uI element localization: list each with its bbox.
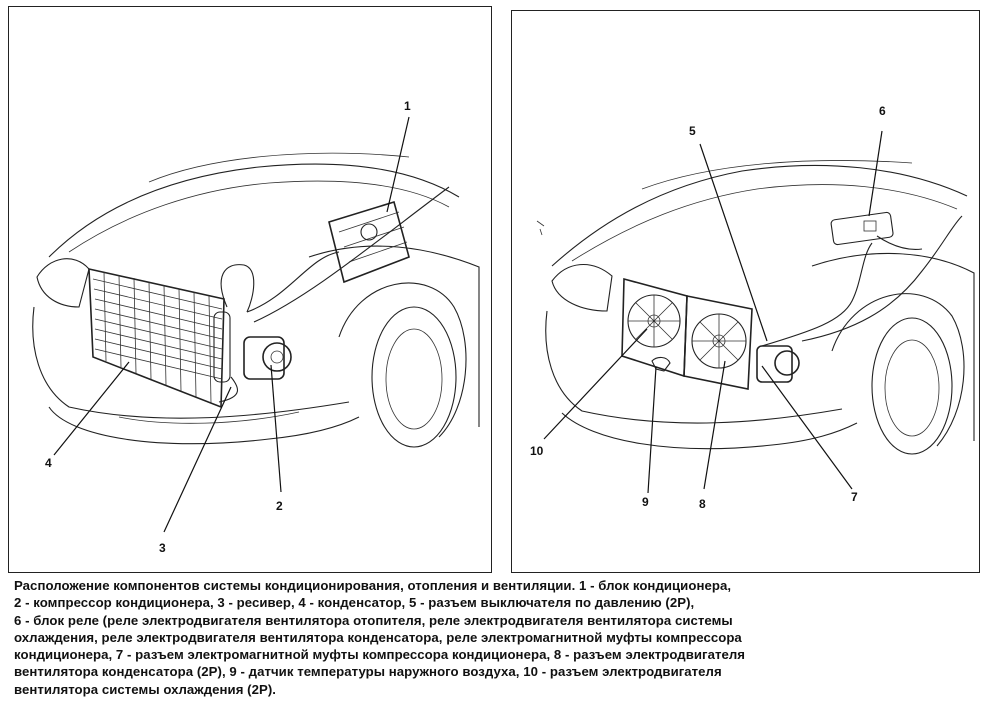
wire-to-relay [761,242,873,347]
callout-10: 10 [530,444,544,458]
wheel-rim [385,328,443,430]
callout-2: 2 [276,499,283,513]
headlight-left [36,258,90,308]
caption-line: 6 - блок реле (реле электродвигателя вен… [14,612,733,628]
leader-5 [699,143,768,342]
hood-edge [551,164,968,267]
left-car-drawing: 1 2 3 4 [32,99,480,555]
relay-connector [863,220,877,232]
pipe-loop [220,264,255,313]
callout-4: 4 [45,456,52,470]
windshield-line [148,152,410,183]
caption-line: 2 - компрессор кондиционера, 3 - ресивер… [14,595,695,611]
receiver [213,311,231,383]
bumper-upper [545,310,843,424]
callout-9: 9 [642,495,649,509]
left-diagram-panel: 1 2 3 4 [8,6,492,573]
leader-8 [703,360,726,490]
stray-mark [536,220,545,236]
figure-caption: Расположение компонентов системы кондици… [14,577,980,698]
bumper-upper [32,306,350,419]
bumper-lower [561,412,858,450]
grille-opening [118,411,300,424]
relay-box [830,211,894,246]
fender-right [811,252,975,441]
leader-6 [868,130,883,217]
leader-10 [543,328,648,440]
cooling-fan [621,277,688,378]
wire-relay-out [876,235,923,250]
leader-2 [270,364,282,493]
pipe-long [253,186,450,323]
ambient-sensor [651,356,671,372]
caption-line: вентилятора конденсатора (2P), 9 - датчи… [14,664,722,680]
caption-line: Расположение компонентов системы кондици… [14,578,732,593]
wire-long [801,215,963,342]
hood-inner [68,180,450,253]
headlight-left [551,263,613,312]
compressor [756,345,800,383]
hood-inner [571,184,958,262]
pipe-to-ac [246,251,340,313]
fender-right [308,245,480,427]
callout-5: 5 [689,124,696,138]
hood-edge [48,163,460,258]
front-wheel [371,306,457,448]
right-diagram-panel: 5 6 7 8 9 10 [511,10,980,573]
leader-9 [647,366,657,494]
callout-3: 3 [159,541,166,555]
condenser [88,267,225,409]
wheel-arch [338,282,467,438]
callout-7: 7 [851,490,858,504]
leader-7 [761,365,853,490]
leader-4 [53,361,130,456]
windshield-line [641,160,913,190]
leader-3 [163,386,232,533]
ac-unit [328,200,410,284]
condenser-fan [683,295,753,390]
front-wheel [871,317,953,455]
caption-line: охлаждения, реле электродвигателя вентил… [14,629,742,645]
wheel-rim [884,339,940,437]
callout-8: 8 [699,497,706,511]
wheel-arch [831,293,965,447]
caption-line: кондиционера, 7 - разъем электромагнитно… [14,647,746,663]
right-car-drawing: 5 6 7 8 9 10 [530,104,975,511]
caption-line: вентилятора системы охлаждения (2P). [14,681,276,697]
callout-6: 6 [879,104,886,118]
callout-1: 1 [404,99,411,113]
leader-1 [386,116,410,213]
compressor [243,336,292,380]
